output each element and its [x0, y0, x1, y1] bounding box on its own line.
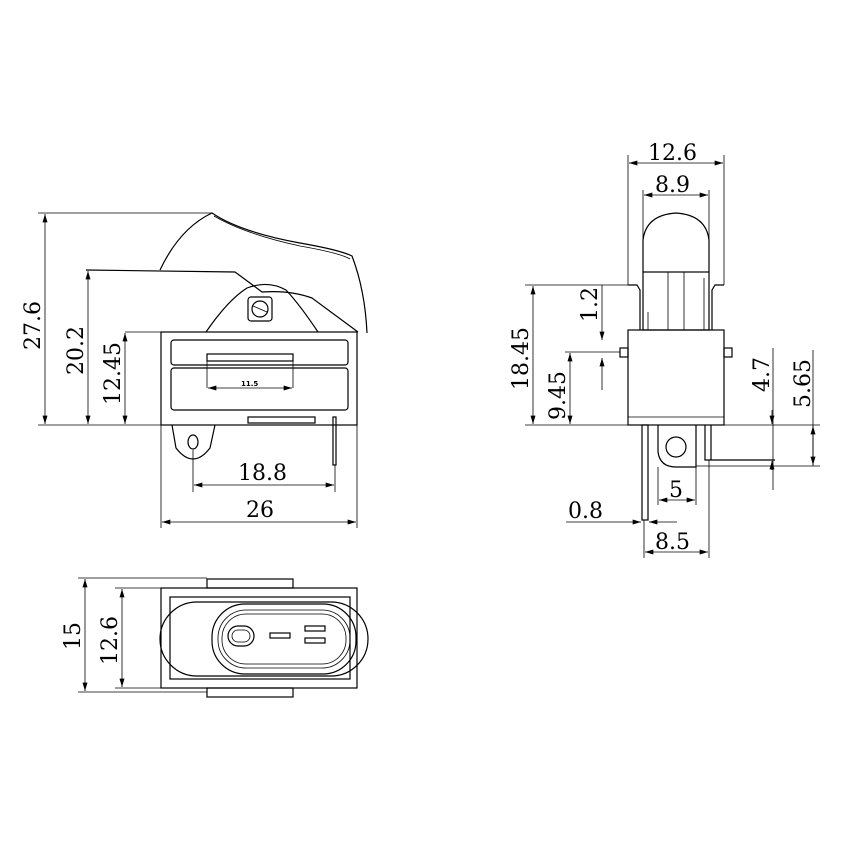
dim-step: 1.2 [578, 287, 603, 322]
dim-width: 26 [246, 498, 274, 523]
dim-pin-span: 18.8 [238, 461, 287, 486]
dim-height-body-rocker: 20.2 [64, 326, 89, 375]
dim-rocker-width: 8.9 [655, 173, 690, 198]
dim-side-width: 12.6 [648, 141, 697, 166]
dim-depth: 15 [61, 622, 86, 650]
dim-height-total: 27.6 [21, 301, 46, 350]
top-view: 15 12.6 [61, 577, 369, 698]
dim-pin-pitch: 8.5 [655, 530, 690, 555]
dim-lug: 5 [669, 478, 683, 503]
dim-window: 11.5 [241, 380, 258, 388]
dim-pin-height: 9.45 [546, 371, 571, 420]
dim-height-body: 12.45 [101, 342, 126, 405]
dim-pin-thickness: 0.8 [568, 499, 603, 524]
dim-pin-len-a: 4.7 [750, 357, 775, 392]
dim-pin-len-b: 5.65 [791, 359, 816, 408]
side-view: 12.6 8.9 18.45 9.45 1.2 4.7 5.65 5 0.8 8… [509, 141, 820, 558]
front-view: 11.5 27.6 20.2 12.45 18.8 26 [21, 212, 368, 528]
dim-body-depth: 12.6 [98, 616, 123, 665]
dim-side-height: 18.45 [509, 327, 534, 390]
